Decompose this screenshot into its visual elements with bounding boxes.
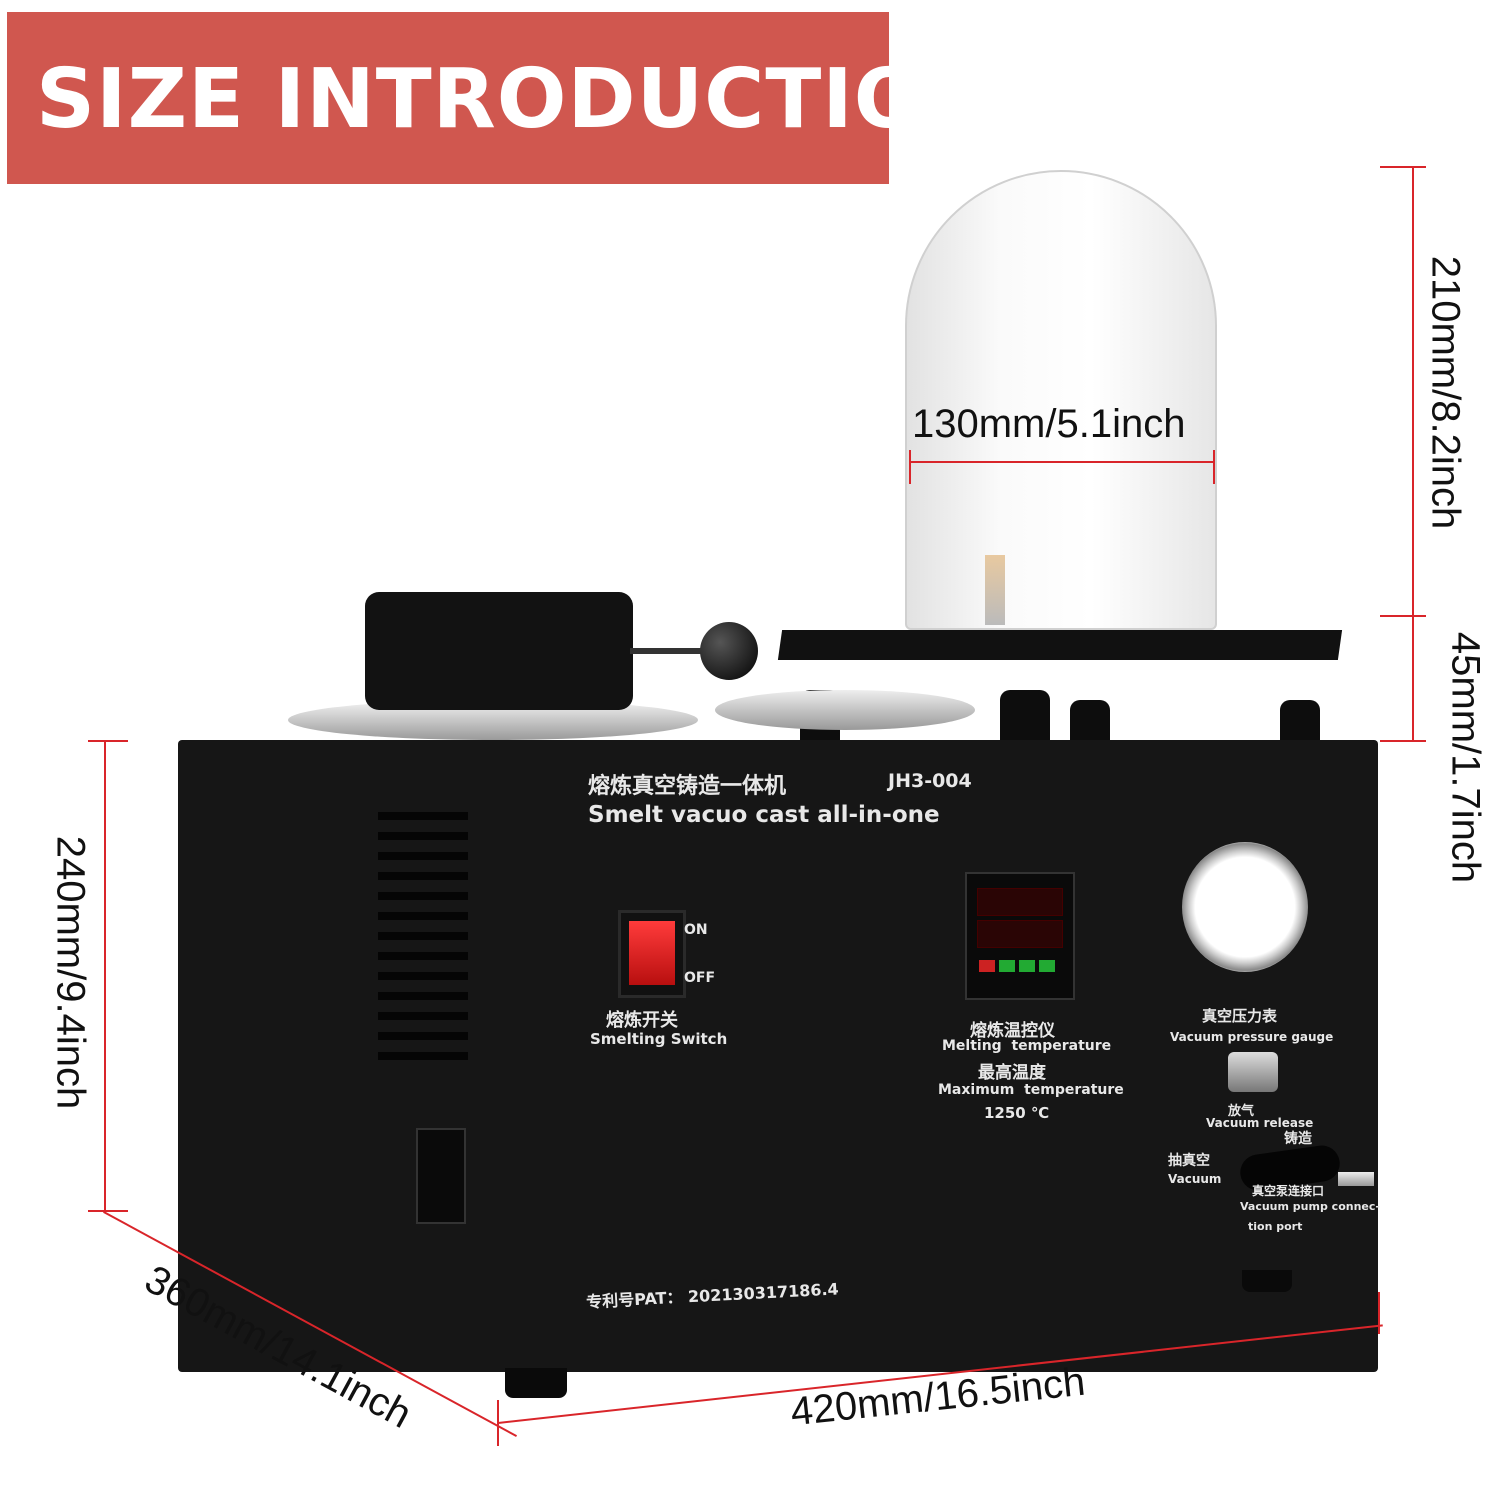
vacuum-label-cn: 抽真空 <box>1168 1153 1210 1169</box>
tick <box>909 450 911 484</box>
pump-port-label-cn: 真空泵连接口 <box>1252 1184 1325 1198</box>
height-line <box>1412 167 1414 741</box>
jar-height-label: 210mm/8.2inch <box>1423 255 1468 530</box>
steel-ring <box>715 690 975 730</box>
switch-label-cn: 熔炼开关 <box>606 1010 678 1031</box>
machine-title-en: Smelt vacuo cast all-in-one <box>588 802 940 828</box>
platform-plate <box>777 630 1343 660</box>
title-banner <box>7 12 889 184</box>
pump-nozzle <box>1338 1172 1374 1186</box>
furnace-handle[interactable] <box>630 648 720 654</box>
tick <box>1378 1292 1380 1334</box>
tick <box>1213 450 1215 484</box>
controller-label-en: Melting temperature <box>942 1038 1112 1054</box>
gauge-label-en: Vacuum pressure gauge <box>1170 1030 1334 1044</box>
tick <box>88 1210 128 1212</box>
jar-width-line <box>910 461 1215 463</box>
max-temp-label-en: Maximum temperature <box>938 1082 1124 1098</box>
controller-label-cn: 熔炼温控仪 <box>970 1021 1055 1041</box>
gauge-label-cn: 真空压力表 <box>1202 1007 1278 1025</box>
casting-label-cn: 铸造 <box>1284 1131 1312 1147</box>
tick <box>88 740 128 742</box>
smelting-switch[interactable] <box>618 910 686 998</box>
temperature-controller[interactable] <box>965 872 1075 1000</box>
furnace-lid <box>365 592 633 710</box>
foot <box>505 1368 567 1398</box>
switch-on-label: ON <box>684 922 708 938</box>
body-height-label: 240mm/9.4inch <box>48 835 93 1110</box>
spring-stand <box>1070 700 1110 740</box>
tick <box>1380 615 1426 617</box>
power-socket <box>416 1128 466 1224</box>
body-height-line <box>104 740 106 1212</box>
release-label-en: Vacuum release <box>1206 1116 1314 1130</box>
foot <box>1242 1270 1292 1292</box>
max-temp-label-cn: 最高温度 <box>978 1063 1046 1083</box>
release-label-cn: 放气 <box>1228 1104 1255 1119</box>
switch-off-label: OFF <box>684 970 716 986</box>
machine-title-cn: 熔炼真空铸造一体机 <box>588 774 787 799</box>
machine-model: JH3-004 <box>888 770 972 792</box>
vacuum-pressure-gauge <box>1182 842 1308 972</box>
tick <box>1380 166 1426 168</box>
jar-width-label: 130mm/5.1inch <box>912 402 1186 446</box>
jar-valve <box>985 555 1005 625</box>
handle-knob[interactable] <box>700 622 758 680</box>
banner-title: SIZE INTRODUCTION <box>36 52 995 147</box>
spring-stand <box>1280 700 1320 740</box>
machine-body <box>178 740 1378 1372</box>
vacuum-release-valve[interactable] <box>1228 1052 1278 1092</box>
platform-height-label: 45mm/1.7inch <box>1443 631 1488 884</box>
vent-grille <box>378 800 468 1060</box>
max-temp-value: 1250 ℃ <box>984 1104 1050 1122</box>
tick <box>1380 740 1426 742</box>
pump-port-label-en-2: tion port <box>1248 1220 1303 1233</box>
bell-jar <box>905 170 1217 630</box>
pump-port-label-en-1: Vacuum pump connec- <box>1240 1200 1380 1213</box>
switch-label-en: Smelting Switch <box>590 1030 728 1048</box>
vacuum-label-en: Vacuum <box>1168 1172 1222 1186</box>
spring-stand <box>1000 690 1050 740</box>
